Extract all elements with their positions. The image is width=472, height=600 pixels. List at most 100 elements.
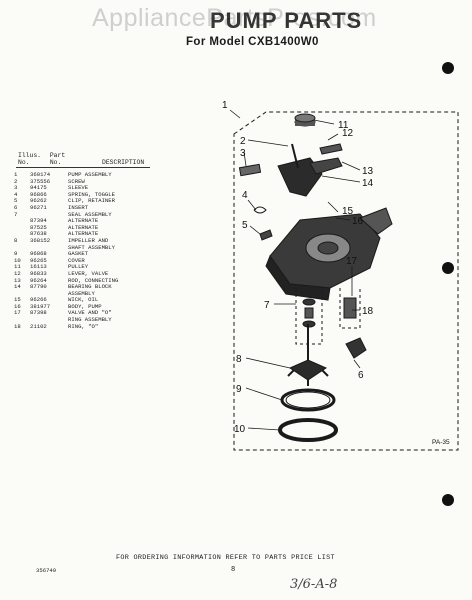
description-cell: VALVE AND "O" — [68, 309, 112, 317]
callout-7: 7 — [264, 300, 270, 311]
col-header-illus: Illus.No. — [18, 152, 42, 166]
callout-11: 11 — [338, 120, 349, 131]
part-no-cell: 381977 — [30, 302, 51, 310]
part-no-cell: 96271 — [30, 203, 47, 211]
handwritten-note: 3/6-A-8 — [290, 577, 338, 592]
callout-9: 9 — [236, 384, 242, 395]
description-cell: ROD, CONNECTING — [68, 276, 119, 284]
illus-no-cell: 16 — [14, 302, 21, 310]
bearing-block-shape — [277, 157, 323, 197]
description-cell: BODY, PUMP — [68, 302, 102, 310]
illus-no-cell: 12 — [14, 269, 21, 277]
part-no-cell: 375556 — [30, 177, 51, 185]
illus-no-cell: 17 — [14, 309, 21, 317]
table-row: 87525 ALTERNATE — [14, 223, 118, 232]
part-no-cell: 87398 — [30, 309, 47, 317]
table-row: 18 21102 RING, "O" — [14, 322, 118, 331]
description-cell: WICK, OIL — [68, 296, 99, 304]
callout-17: 17 — [346, 256, 358, 267]
callout-2: 2 — [240, 136, 246, 147]
part-no-cell: 87525 — [30, 223, 47, 231]
description-cell: ALTERNATE — [68, 223, 99, 231]
part-no-cell: 21102 — [30, 322, 47, 330]
description-cell: RING, "O" — [68, 322, 99, 330]
illus-no-cell: 5 — [14, 197, 18, 205]
watermark: AppliancePartsPros.com — [92, 4, 377, 32]
part-no-cell: 96266 — [30, 296, 47, 304]
description-cell: GASKET — [68, 250, 89, 258]
callout-10: 10 — [234, 424, 246, 435]
illus-no-cell: 13 — [14, 276, 21, 284]
callout-15: 15 — [342, 206, 354, 217]
illus-no-cell: 10 — [14, 256, 21, 264]
callout-1: 1 — [222, 100, 228, 111]
part-no-cell: 87638 — [30, 230, 47, 238]
description-cell: SEAL ASSEMBLY — [68, 210, 112, 218]
table-row: 15 96266 WICK, OIL — [14, 297, 118, 304]
document-code: 356749 — [36, 567, 57, 574]
table-row: 16 381977 BODY, PUMP — [14, 302, 118, 311]
model-subtitle: For Model CXB1400W0 — [186, 36, 319, 48]
assembly-boundary — [233, 111, 459, 451]
description-cell: ASSEMBLY — [68, 289, 95, 297]
illus-no-cell: 14 — [14, 283, 21, 291]
part-no-cell: 360174 — [30, 171, 51, 178]
illus-no-cell: 1 — [14, 171, 18, 178]
table-row: 5 96262 CLIP, RETAINER — [14, 198, 118, 205]
illus-no-cell: 18 — [14, 322, 21, 330]
page-number: 8 — [231, 566, 236, 574]
illus-no-cell — [14, 225, 30, 232]
impeller-shape — [288, 359, 328, 381]
description-cell: LEVER, VALVE — [68, 269, 109, 277]
gasket-shape — [280, 388, 336, 412]
illus-no-cell: 8 — [14, 236, 18, 244]
table-row: ASSEMBLY — [14, 289, 118, 298]
callout-6: 6 — [358, 370, 364, 381]
part-no-cell: 96262 — [30, 197, 47, 205]
description-cell: RING ASSEMBLY — [68, 316, 112, 324]
description-cell: SPRING, TOGGLE — [68, 190, 115, 198]
callout-13: 13 — [362, 166, 374, 177]
description-cell: COVER — [68, 256, 85, 264]
table-row: RING ASSEMBLY — [14, 316, 118, 324]
table-row: 3 94175 SLEEVE — [14, 185, 118, 192]
description-cell: SHAFT ASSEMBLY — [68, 243, 115, 251]
description-cell: ALTERNATE — [68, 217, 99, 225]
table-row: 12 96833 LEVER, VALVE — [14, 269, 118, 278]
binder-hole-bottom — [442, 494, 454, 506]
description-cell: CLIP, RETAINER — [68, 197, 115, 205]
callout-14: 14 — [362, 178, 374, 189]
header-underline — [16, 167, 150, 168]
part-no-cell: 96866 — [30, 190, 47, 198]
table-row: 17 87398 VALVE AND "O" — [14, 310, 118, 317]
illus-no-cell: 4 — [14, 190, 18, 198]
part-no-cell: 96265 — [30, 256, 47, 264]
callout-3: 3 — [240, 148, 246, 159]
table-row: 1 360174 PUMP ASSEMBLY — [14, 171, 118, 179]
binder-hole-middle — [442, 262, 454, 274]
description-cell: PUMP ASSEMBLY — [68, 171, 112, 178]
binder-hole-top — [442, 62, 454, 74]
description-cell: BEARING BLOCK — [68, 283, 112, 291]
part-no-cell: 87790 — [30, 283, 47, 291]
part-no-cell: 94175 — [30, 184, 47, 192]
table-row: 14 87790 BEARING BLOCK — [14, 283, 118, 291]
illus-no-cell: 3 — [14, 184, 18, 192]
illus-no-cell: 11 — [14, 263, 21, 271]
part-no-cell: 96833 — [30, 269, 47, 277]
illus-no-cell: 15 — [14, 296, 21, 304]
illus-no-cell: 2 — [14, 177, 18, 185]
callout-8: 8 — [236, 354, 242, 365]
col-header-part: Part No. — [46, 152, 66, 166]
illus-no-cell — [14, 218, 30, 225]
description-cell: SLEEVE — [68, 184, 89, 192]
